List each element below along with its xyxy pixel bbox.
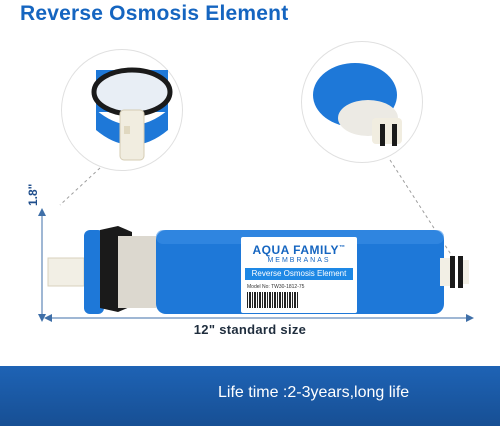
height-dimension-label: 1.8" — [26, 183, 40, 206]
pointer-line-right — [389, 159, 453, 257]
zoom-left-endcap — [91, 67, 173, 161]
zoom-right-endcap — [313, 63, 402, 146]
footer-text: Life time :2-3years,long life — [218, 384, 410, 401]
label-band: Reverse Osmosis Element — [245, 268, 353, 280]
model-number: Model No: TW30-1812-75 — [247, 284, 305, 290]
brand-subtitle: MEMBRANAS — [267, 257, 331, 264]
page-title: Reverse Osmosis Element — [20, 2, 289, 25]
length-dimension-label: 12" standard size — [193, 322, 307, 337]
brand-name: AQUA FAMILY™ — [252, 243, 346, 257]
product-label: AQUA FAMILY™ MEMBRANAS Reverse Osmosis E… — [241, 237, 357, 313]
pointer-line-left — [59, 167, 101, 206]
barcode — [247, 292, 299, 308]
footer-band — [0, 366, 500, 426]
